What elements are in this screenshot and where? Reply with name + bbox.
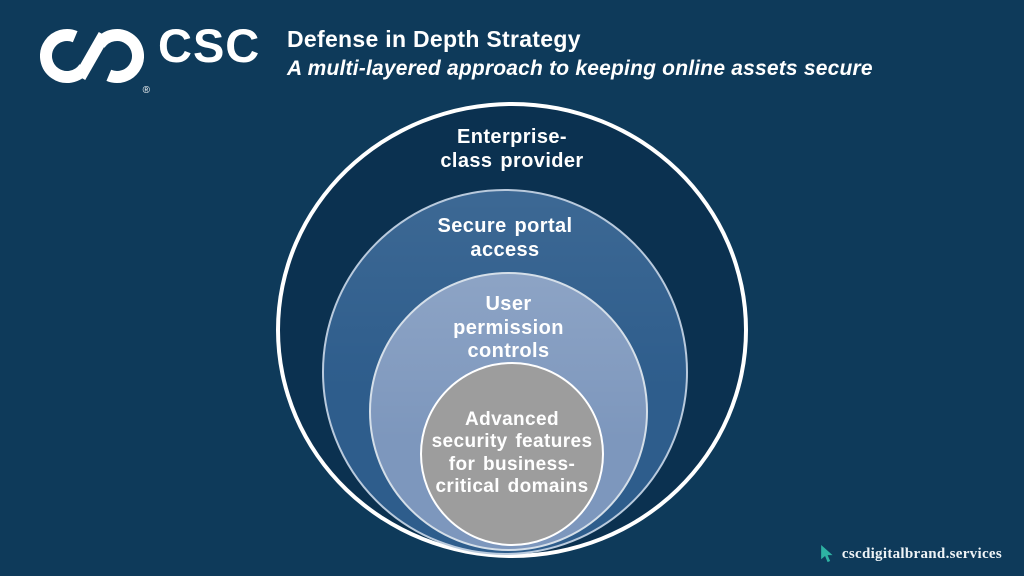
csc-logo: ® CSC	[40, 19, 261, 96]
cursor-icon	[821, 545, 833, 563]
layer-circle-advanced-security-features: Advanced security features for business-…	[420, 362, 604, 546]
label-line: Enterprise-	[457, 126, 567, 148]
label-line: security features	[431, 431, 593, 453]
header: Defense in Depth Strategy A multi-layere…	[287, 26, 873, 82]
footer-link[interactable]: cscdigitalbrand.services	[841, 545, 1002, 562]
label-line: controls	[467, 340, 550, 363]
label-line: Secure portal	[437, 215, 573, 237]
layer-label-enterprise-class-provider: Enterprise- class provider	[280, 126, 744, 173]
csc-logo-icon: ®	[40, 20, 150, 96]
label-line: User	[485, 293, 532, 315]
page-title: Defense in Depth Strategy	[287, 26, 581, 52]
layer-label-secure-portal-access: Secure portal access	[324, 215, 686, 262]
label-line: permission	[453, 316, 564, 339]
csc-logo-text: CSC	[158, 19, 261, 72]
page-subtitle: A multi-layered approach to keeping onli…	[287, 56, 873, 80]
label-line: critical domains	[435, 476, 589, 498]
layer-label-user-permission-controls: User permission controls	[371, 293, 646, 364]
registered-mark-icon: ®	[142, 85, 150, 96]
layer-label-advanced-security-features: Advanced security features for business-…	[422, 409, 602, 499]
label-line: for business-	[448, 454, 576, 475]
label-line: Advanced	[464, 409, 559, 431]
footer: cscdigitalbrand.services	[821, 545, 1002, 563]
label-line: access	[470, 238, 540, 261]
label-line: class provider	[440, 149, 584, 172]
